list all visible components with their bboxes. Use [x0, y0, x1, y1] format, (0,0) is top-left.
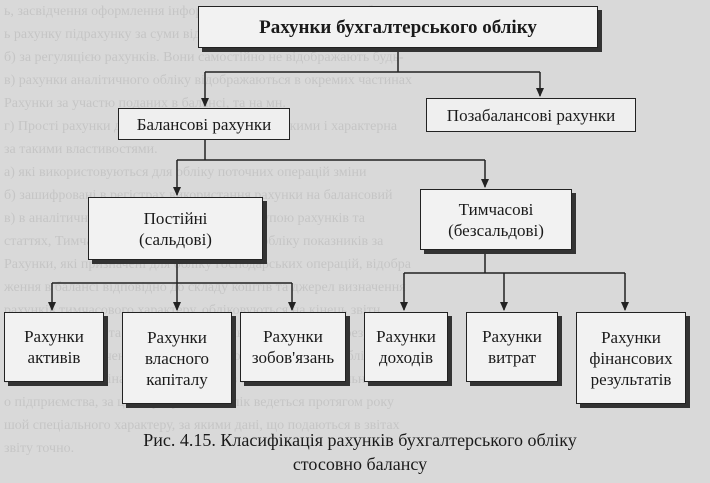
income-accounts-box: Рахунки доходів: [364, 312, 448, 382]
financial-results-accounts-box: Рахунки фінансових результатів: [576, 312, 686, 404]
connector-balance: [177, 140, 485, 161]
permanent-accounts-box: Постійні (сальдові): [88, 197, 263, 260]
root-box: Рахунки бухгалтерського обліку: [198, 6, 598, 48]
connector-permanent: [52, 260, 292, 284]
connector-root: [205, 48, 540, 73]
assets-accounts-box: Рахунки активів: [4, 312, 104, 382]
figure-caption: Рис. 4.15. Класифікація рахунків бухгалт…: [143, 430, 577, 474]
expenses-accounts-box: Рахунки витрат: [466, 312, 558, 382]
equity-accounts-box: Рахунки власного капіталу: [122, 312, 232, 404]
temporary-accounts-box: Тимчасові (безсальдові): [420, 189, 572, 250]
liabilities-accounts-box: Рахунки зобов'язань: [240, 312, 346, 382]
balance-accounts-box: Балансові рахунки: [118, 108, 290, 140]
off-balance-accounts-box: Позабалансові рахунки: [426, 98, 636, 132]
connector-temporary: [404, 250, 625, 274]
